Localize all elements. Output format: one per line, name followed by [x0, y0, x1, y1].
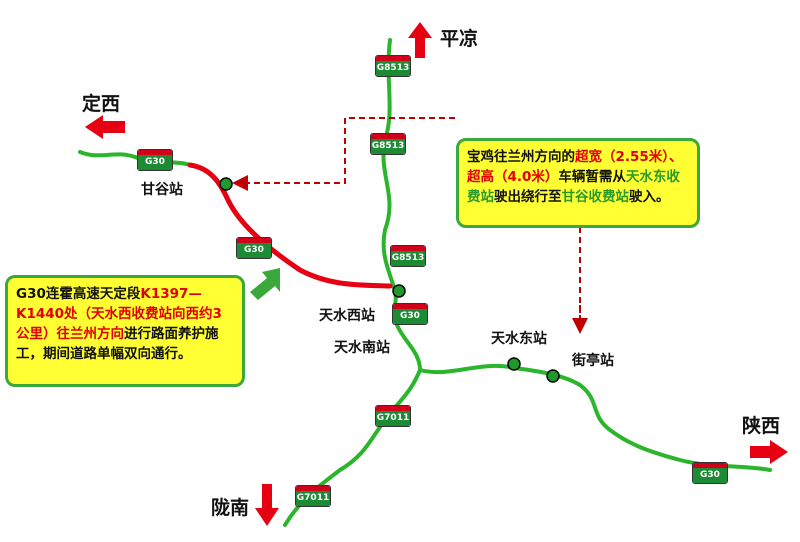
station-label-tianshui-west: 天水西站 [316, 304, 378, 326]
pointer-arrow-icon [250, 268, 280, 300]
jieting-station-marker [546, 369, 560, 383]
notice-right-part5: 驶出绕行至 [494, 189, 562, 205]
road-g30-west [78, 150, 192, 167]
shield-g30-2: G30 [236, 237, 272, 259]
city-label-pingliang: 平凉 [440, 28, 479, 50]
arrow-right-shaanxi [750, 440, 788, 464]
notice-right-part7: 驶入。 [629, 189, 670, 205]
city-label-shaanxi: 陕西 [742, 415, 781, 437]
tianshui-west-station-marker [392, 284, 406, 298]
city-label-dingxi: 定西 [82, 93, 121, 115]
notice-detour: 宝鸡往兰州方向的超宽（2.55米）、超高（4.0米）车辆暂需从天水东收费站驶出绕… [456, 138, 700, 228]
shield-g8513-1: G8513 [375, 55, 411, 77]
detour-route-top [232, 117, 455, 191]
station-label-tianshui-south: 天水南站 [331, 336, 393, 358]
station-label-jieting: 街亭站 [569, 349, 617, 371]
notice-construction: G30连霍高速天定段K1397—K1440处（天水西收费站向西约3公里）往兰州方… [5, 275, 245, 387]
gangu-station-marker [219, 177, 233, 191]
shield-g7011-2: G7011 [295, 485, 331, 507]
station-label-tianshui-east: 天水东站 [488, 327, 550, 349]
arrow-down-longnan [255, 484, 279, 526]
road-g30-east [418, 363, 772, 472]
shield-g8513-3: G8513 [390, 245, 426, 267]
notice-left-part2: K1397—K1440处（天水西收费站向西约3公里）往兰州方向 [16, 286, 222, 342]
shield-g8513-2: G8513 [370, 133, 406, 155]
arrow-left-dingxi [85, 115, 125, 139]
road-g8513 [381, 38, 422, 372]
shield-g7011-1: G7011 [375, 405, 411, 427]
notice-left-part3: 进行路面养护施工，期间道路单幅双向通行。 [16, 326, 219, 362]
station-label-gangu: 甘谷站 [138, 178, 186, 200]
notice-left-part1: G30连霍高速天定段 [16, 286, 141, 302]
notice-right-part4: 天水东收费站 [467, 169, 680, 205]
arrow-up-pingliang [408, 22, 432, 58]
shield-g30-1: G30 [137, 149, 173, 171]
notice-right-part6: 甘谷收费站 [561, 189, 630, 205]
city-label-longnan: 陇南 [211, 497, 250, 519]
notice-right-part2: 超宽（2.55米）、超高（4.0米） [467, 149, 683, 185]
notice-right-part3: 车辆暂需从 [558, 169, 626, 185]
shield-g30-3: G30 [392, 303, 428, 325]
notice-right-part1: 宝鸡往兰州方向的 [467, 149, 575, 165]
shield-g30-4: G30 [692, 462, 728, 484]
tianshui-east-station-marker [507, 357, 521, 371]
